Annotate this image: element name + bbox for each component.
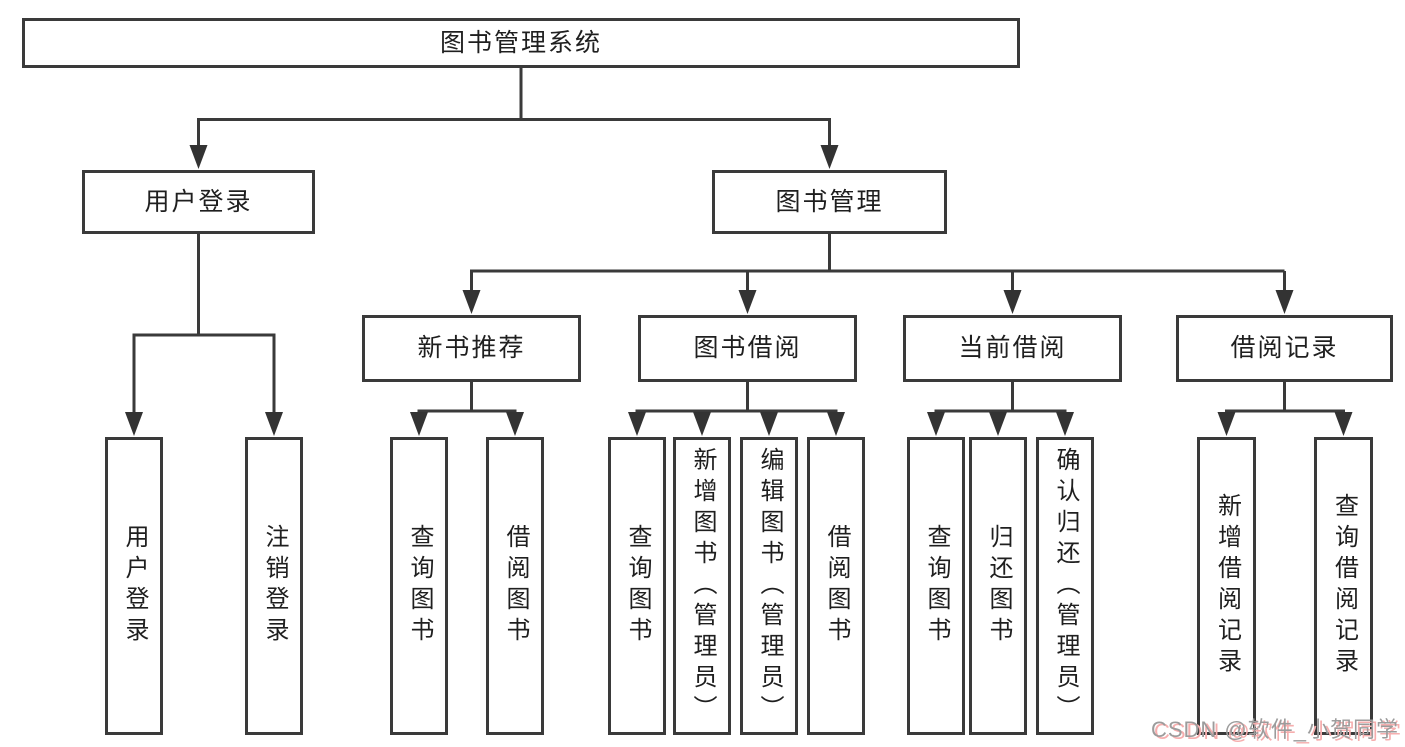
leaf-query-borrow-record-label: 查询借阅记录 xyxy=(1330,493,1358,679)
node-user-login-label: 用户登录 xyxy=(144,187,253,216)
leaf-return-books: 归还图书 xyxy=(969,437,1027,735)
arrowhead-icons xyxy=(125,145,1353,436)
node-book-management-label: 图书管理 xyxy=(775,187,884,216)
node-current-borrow: 当前借阅 xyxy=(903,315,1122,382)
leaf-return-books-label: 归还图书 xyxy=(985,524,1012,648)
leaf-user-login-label: 用户登录 xyxy=(121,524,148,648)
node-new-book-recommend: 新书推荐 xyxy=(362,315,581,382)
leaf-logout-label: 注销登录 xyxy=(261,524,288,648)
leaf-query-books-borrow-label: 查询图书 xyxy=(624,524,651,648)
leaf-user-login: 用户登录 xyxy=(105,437,163,735)
leaf-query-books-borrow: 查询图书 xyxy=(608,437,666,735)
leaf-add-books-admin-label: 新增图书（管理员） xyxy=(689,446,716,726)
leaf-borrow-books-recommend-label: 借阅图书 xyxy=(502,524,529,648)
leaf-query-borrow-record: 查询借阅记录 xyxy=(1314,437,1373,735)
node-borrow-records: 借阅记录 xyxy=(1176,315,1393,382)
leaf-query-books-recommend: 查询图书 xyxy=(390,437,448,735)
node-borrow-records-label: 借阅记录 xyxy=(1230,334,1339,362)
leaf-edit-books-admin: 编辑图书（管理员） xyxy=(740,437,798,735)
leaf-query-books-recommend-label: 查询图书 xyxy=(406,524,433,648)
leaf-query-books-current-label: 查询图书 xyxy=(923,524,950,648)
leaf-borrow-books: 借阅图书 xyxy=(807,437,865,735)
leaf-confirm-return-admin-label: 确认归还（管理员） xyxy=(1052,446,1079,726)
leaf-borrow-books-recommend: 借阅图书 xyxy=(486,437,544,735)
node-root-label: 图书管理系统 xyxy=(439,28,602,57)
node-book-borrow-label: 图书借阅 xyxy=(693,334,802,362)
leaf-add-books-admin: 新增图书（管理员） xyxy=(673,437,731,735)
node-book-borrow: 图书借阅 xyxy=(638,315,857,382)
node-book-management: 图书管理 xyxy=(712,170,947,234)
leaf-add-borrow-record-label: 新增借阅记录 xyxy=(1213,493,1241,679)
leaf-logout: 注销登录 xyxy=(245,437,303,735)
node-current-borrow-label: 当前借阅 xyxy=(958,334,1067,362)
leaf-borrow-books-label: 借阅图书 xyxy=(823,524,850,648)
node-user-login: 用户登录 xyxy=(82,170,315,234)
leaf-query-books-current: 查询图书 xyxy=(907,437,965,735)
leaf-confirm-return-admin: 确认归还（管理员） xyxy=(1036,437,1094,735)
leaf-add-borrow-record: 新增借阅记录 xyxy=(1197,437,1256,735)
node-root-system: 图书管理系统 xyxy=(22,18,1020,68)
node-new-book-recommend-label: 新书推荐 xyxy=(417,334,526,362)
csdn-watermark: CSDN @软件_小贺同学 xyxy=(1150,717,1399,742)
leaf-edit-books-admin-label: 编辑图书（管理员） xyxy=(756,446,783,726)
